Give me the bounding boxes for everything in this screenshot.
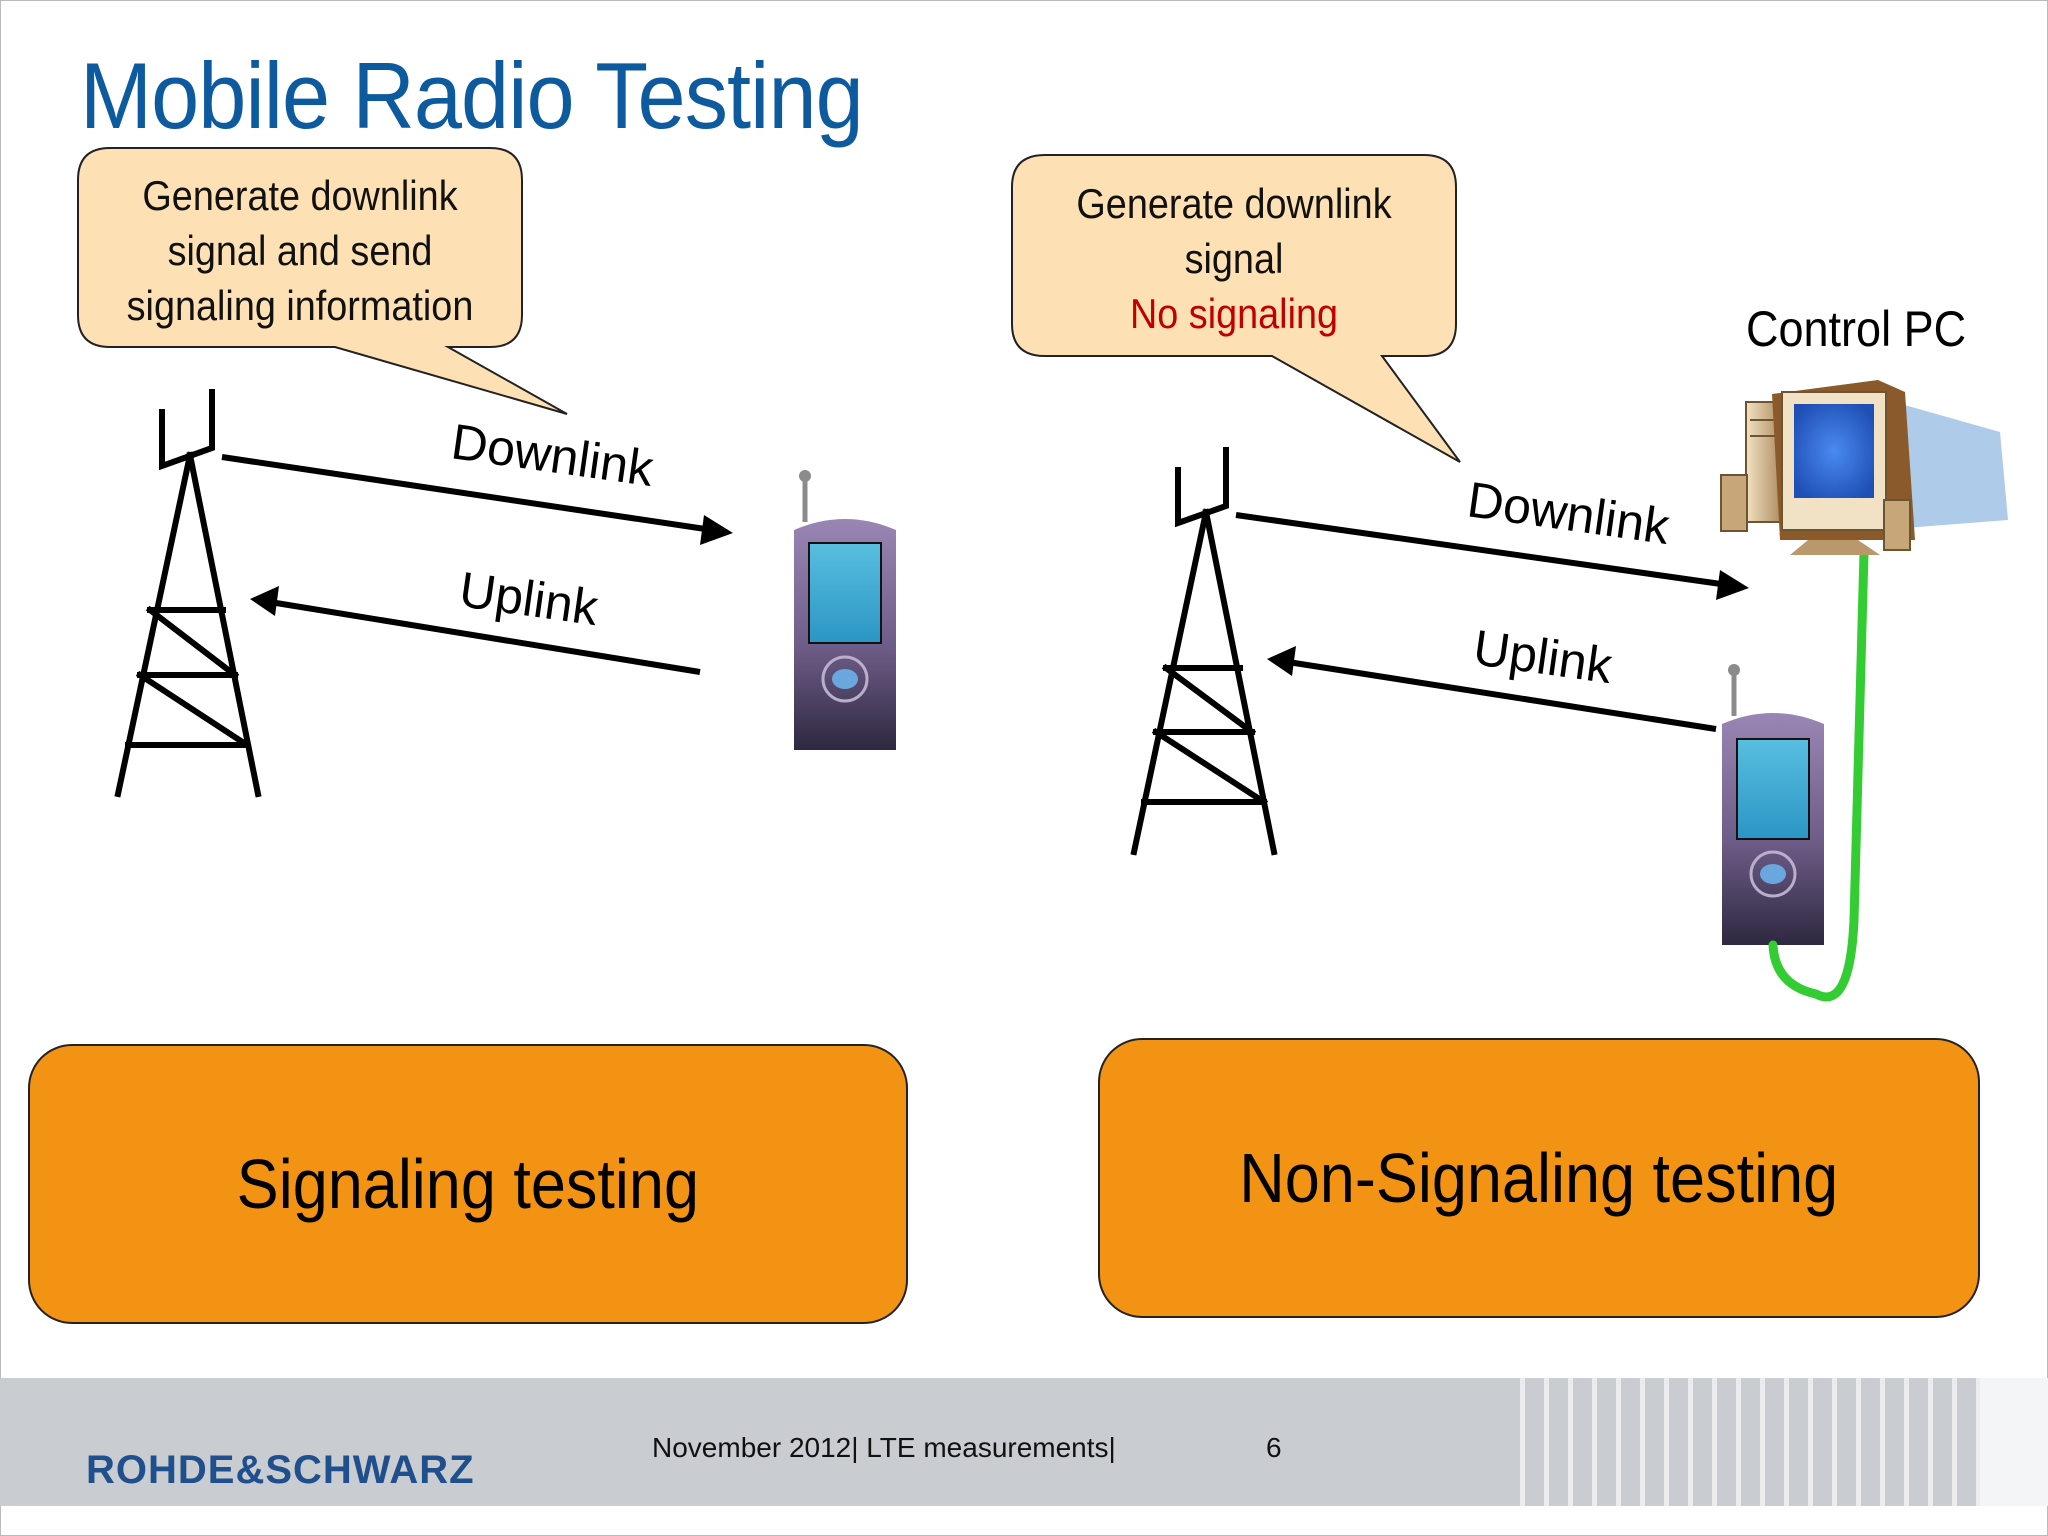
non-signaling-testing-box: Non-Signaling testing <box>1098 1038 1980 1318</box>
company-logo-text: ROHDE&SCHWARZ <box>86 1448 475 1492</box>
footer-topic: LTE measurements <box>866 1432 1109 1463</box>
signaling-testing-label: Signaling testing <box>236 1145 700 1223</box>
callout-line: Generate downlink <box>1076 180 1392 227</box>
footer-separator: | <box>1108 1432 1116 1463</box>
callout-right <box>1011 154 1461 463</box>
callout-line: Generate downlink <box>142 172 458 219</box>
mobile-phone-icon <box>1722 664 1824 945</box>
tower-icon <box>114 389 262 798</box>
footer-stripes <box>1520 1378 1980 1506</box>
page-number: 6 <box>1266 1432 1282 1463</box>
non-signaling-testing-label: Non-Signaling testing <box>1239 1139 1839 1217</box>
mobile-phone-icon <box>794 470 896 750</box>
cable <box>1768 548 1869 1002</box>
footer-date-text: November 2012 <box>652 1432 852 1463</box>
signaling-testing-box: Signaling testing <box>28 1044 908 1324</box>
downlink-arrow <box>221 454 733 545</box>
tower-icon <box>1130 447 1278 856</box>
footer-separator: | <box>851 1432 867 1463</box>
footer-stripes-end <box>1980 1378 2048 1506</box>
callout-left <box>77 147 568 415</box>
uplink-arrow <box>1267 646 1717 732</box>
downlink-arrow <box>1235 512 1749 600</box>
computer-icon <box>1720 380 2008 555</box>
callout-line: signaling information <box>126 282 474 329</box>
callout-line: signal and send <box>167 227 433 274</box>
callout-left-text: Generate downlink signal and send signal… <box>118 168 482 333</box>
control-pc-label: Control PC <box>1746 301 1967 357</box>
page-title: Mobile Radio Testing <box>80 43 864 148</box>
no-signaling-text: No signaling <box>1129 290 1339 337</box>
uplink-arrow <box>250 586 701 675</box>
callout-right-text: Generate downlink signal No signaling <box>1052 176 1416 341</box>
footer-date: November 2012| LTE measurements| <box>652 1432 1116 1464</box>
callout-line: signal <box>1184 235 1284 282</box>
